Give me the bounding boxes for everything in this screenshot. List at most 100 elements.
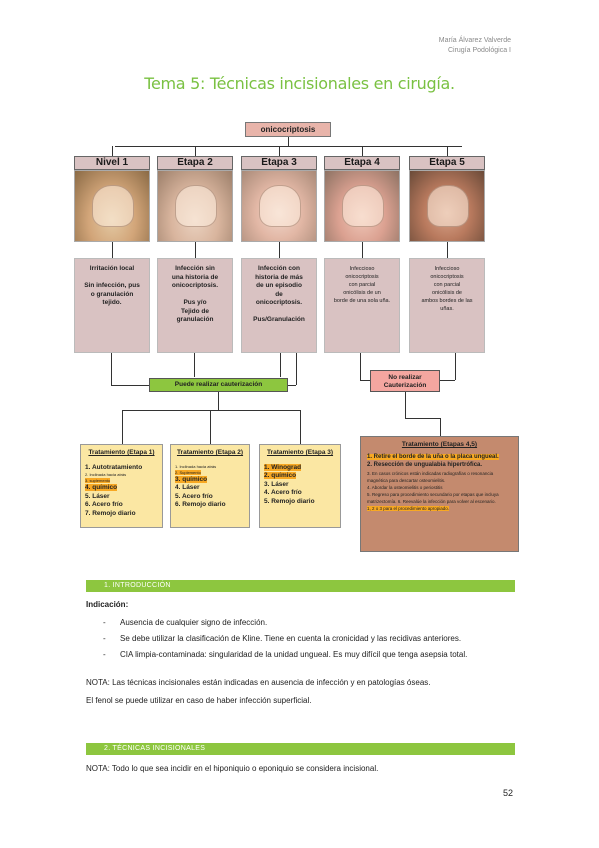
page-number: 52 [502,788,513,798]
description-line: Sin infección, pus [84,282,140,289]
toenail-photo [241,170,317,242]
fenol-text: El fenol se puede utilizar en caso de ha… [86,696,312,705]
list-item: 3. químico [175,475,208,483]
treatment-stage45: Tratamiento (Etapas 4,5) 1. Retire el bo… [360,436,519,552]
list-item: 4. químico [85,484,118,491]
connector [194,353,195,377]
diagram-root: onicocriptosis [245,122,331,137]
description-line [246,308,312,317]
description-line: tejido. [102,299,122,306]
connector [195,242,196,258]
treatment-title: Tratamiento (Etapa 2) [176,449,244,456]
description-line: Pus/Granulación [253,316,305,323]
description-line: ambos bordes de las uñas. [421,298,473,312]
connector [360,353,361,380]
subject-name: Cirugía Podológica I [447,47,511,54]
connector [405,418,440,419]
treatment-title: Tratamiento (Etapa 1) [88,449,155,456]
list-item: 1, 2 o 3 para el procedimiento apropiado… [367,505,450,511]
list-item: 2. Resección de ungualabia hipertrófica. [367,462,483,468]
list-item: 2. químico [264,472,297,479]
description-line [162,291,228,300]
red-label-line1: No realizar [388,374,422,381]
nail-shape [341,185,385,227]
list-item: 3. En casos crónicos están indicadas rad… [367,470,494,483]
description-line: una historia de [171,273,219,281]
treatment-stage2: Tratamiento (Etapa 2) 1. Inclinada hacia… [170,444,250,528]
page-title: Tema 5: Técnicas incisionales en cirugía… [144,74,455,93]
section-heading-introduccion: 1. INTRODUCCIÓN [86,580,515,592]
description-line: con parcial [433,282,461,288]
description-line: Irritación local [89,265,135,272]
list-item: 4. Abordar la osteomielitis o periostiti… [367,484,443,490]
list-item: 3. suplemento [85,478,111,483]
bullet-dash: - [103,650,106,659]
nail-shape [426,185,470,227]
connector [195,146,196,156]
description-line: Infección sin [175,265,215,272]
list-item: 2. Suplemento [175,469,201,475]
description-line: onicólisis de un [343,290,381,296]
description-line: onicocriptosis. [255,299,303,306]
list-item: 5. Láser [85,492,110,500]
description-line: o granulación [90,290,134,298]
stage-header: Etapa 2 [157,156,233,170]
connector [112,146,113,156]
list-item: 3. Láser [264,480,289,488]
connector [279,146,280,156]
treatment-stage1: Tratamiento (Etapa 1) 1. Autotratamiento… [80,444,163,528]
description-line: onicocriptosis [345,274,379,280]
green-cauterize-box: Puede realizar cauterización [149,378,288,392]
description-line: Infeccioso [434,266,460,272]
description-line: onicólisis de [432,290,462,296]
toenail-photo [409,170,485,242]
connector [279,242,280,258]
toenail-photo [157,170,233,242]
list-item: 1. Autotratamiento [85,463,143,471]
stage-header: Etapa 4 [324,156,400,170]
nail-shape [258,185,302,227]
connector [111,385,149,386]
header-author-block: María Álvarez Valverde Cirugía Podológic… [439,36,511,56]
description-line: onicocriptosis [430,274,464,280]
stage-header: Etapa 5 [409,156,485,170]
connector [288,137,289,146]
toenail-photo [74,170,150,242]
list-item: 1. Inclinada hacia atrás [175,463,217,469]
list-item: 6. Acero frío [85,501,123,508]
section-heading-tecnicas: 2. TÉCNICAS INCISIONALES [86,743,515,755]
list-item: 5. Regreso para procedimiento secundario… [367,491,499,504]
nail-shape [174,185,218,227]
treatment-title: Tratamiento (Etapa 3) [266,449,334,456]
nota-incisional-text: NOTA: Todo lo que sea incidir en el hipo… [86,764,379,773]
toenail-photo [324,170,400,242]
list-item: 6. Remojo diario [175,501,226,508]
description-line: historia de más [255,273,303,281]
list-item: 7. Remojo diario [85,509,136,517]
description-line: de [275,290,283,298]
connector [115,146,462,147]
stage-header: Nivel 1 [74,156,150,170]
connector [288,385,296,386]
list-item: 5. Remojo diario [264,497,315,505]
bullet-text: CIA limpia-contaminada: singularidad de … [120,650,468,659]
description-line [79,274,145,283]
connector [218,392,219,410]
connector [405,392,406,418]
list-item: 1. Retire el borde de la uña o la placa … [367,453,499,460]
connector [210,410,211,444]
description-line: Pus y/o [183,299,207,306]
list-item: 4. Acero frío [264,489,302,496]
connector [447,242,448,258]
list-item: 4. Láser [175,484,200,491]
list-item: 1. Winograd [264,463,302,471]
connector [447,146,448,156]
nota-text: NOTA: Las técnicas incisionales están in… [86,678,431,687]
author-name: María Álvarez Valverde [438,37,511,44]
connector [296,353,297,385]
description-line: Infección con [258,265,300,272]
connector [440,418,441,436]
